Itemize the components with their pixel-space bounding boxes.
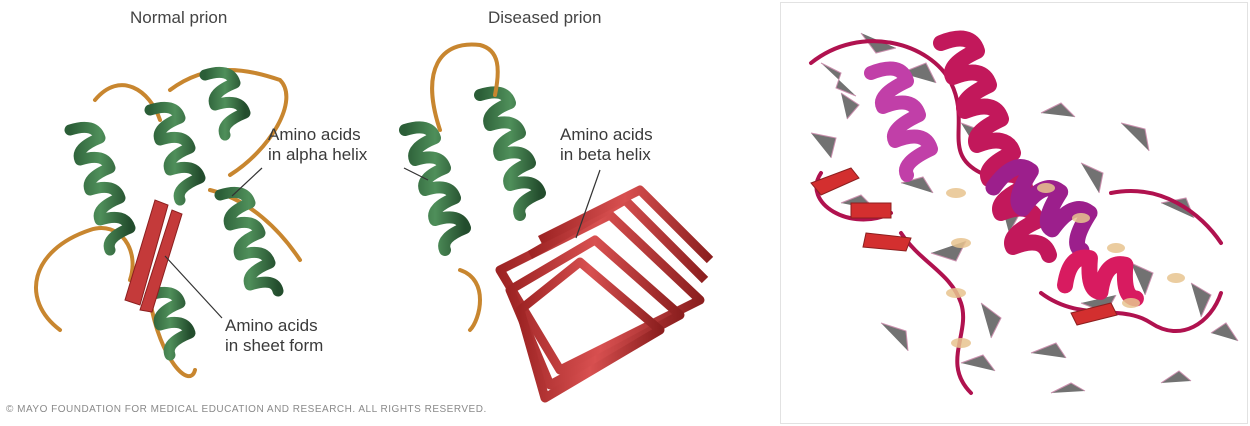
normal-prion-title: Normal prion xyxy=(130,8,227,28)
diseased-prion-helices xyxy=(405,92,540,250)
beta-helix-label-line1: Amino acids xyxy=(560,125,653,145)
copyright-notice: © MAYO FOUNDATION FOR MEDICAL EDUCATION … xyxy=(6,404,487,415)
sheet-form-label-line1: Amino acids xyxy=(225,316,318,336)
alpha-helix-ribbons xyxy=(871,39,1148,320)
alpha-helix-label-line2: in alpha helix xyxy=(268,145,367,165)
protein-3d-model-panel xyxy=(780,2,1248,424)
diseased-prion-beta-helix xyxy=(500,190,710,398)
beta-helix-label-line2: in beta helix xyxy=(560,145,651,165)
prion-diagram-panel: Normal prion Diseased prion Amino acids … xyxy=(0,0,770,426)
alpha-helix-label-line1: Amino acids xyxy=(268,125,361,145)
diseased-prion-title: Diseased prion xyxy=(488,8,601,28)
protein-3d-model xyxy=(781,3,1247,423)
sheet-form-label-line2: in sheet form xyxy=(225,336,323,356)
prion-illustration xyxy=(0,0,770,426)
